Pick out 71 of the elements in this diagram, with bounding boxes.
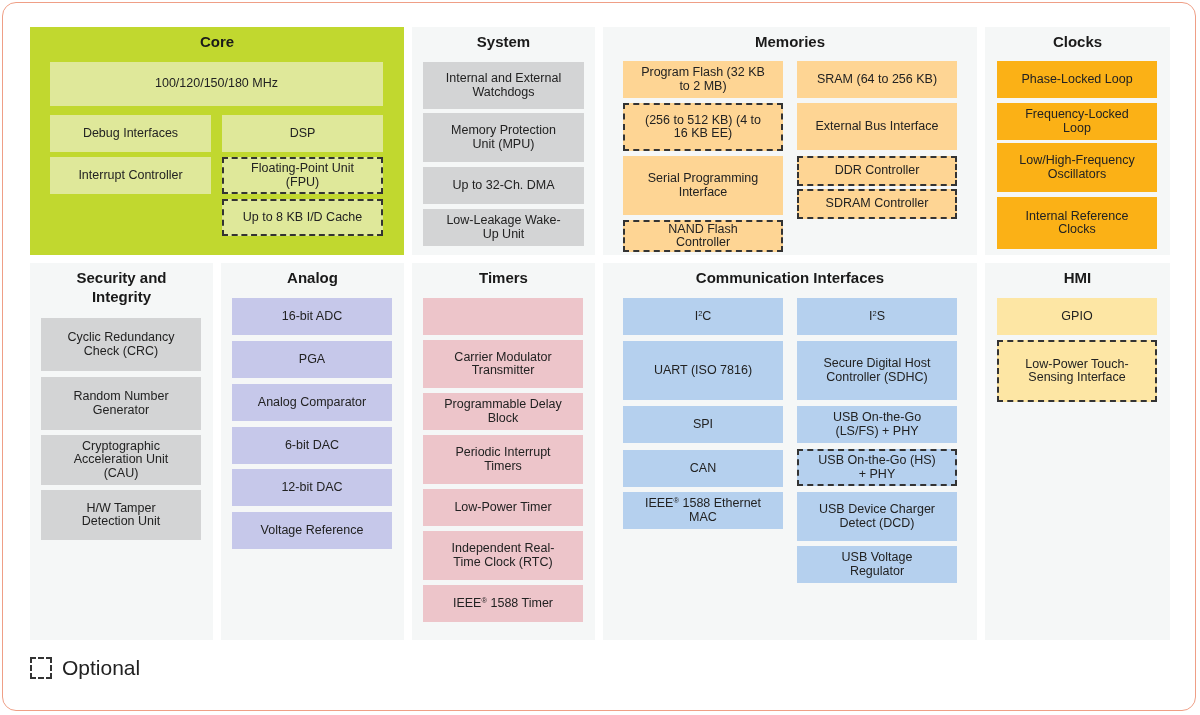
optional-module-box: Floating-Point Unit (FPU) (222, 157, 383, 194)
module-box: 12-bit DAC (232, 469, 392, 506)
module-box: Program Flash (32 KB to 2 MB) (623, 61, 783, 98)
module-box: USB Device Charger Detect (DCD) (797, 492, 957, 541)
timers-section (412, 263, 595, 640)
module-box: Internal and External Watchdogs (423, 62, 584, 109)
module-box: USB Voltage Regulator (797, 546, 957, 583)
module-box: SPI (623, 406, 783, 443)
section-heading: System (475, 33, 532, 52)
optional-module-box: (256 to 512 KB) (4 to 16 KB EE) (623, 103, 783, 151)
module-box: PGA (232, 341, 392, 378)
optional-module-box: DDR Controller (797, 156, 957, 186)
optional-module-box: Up to 8 KB I/D Cache (222, 199, 383, 236)
module-box: Interrupt Controller (50, 157, 211, 194)
module-box: Cryptographic Acceleration Unit (CAU) (41, 435, 201, 485)
section-heading: Memories (754, 33, 826, 52)
module-box: Periodic Interrupt Timers (423, 435, 583, 484)
module-box: DSP (222, 115, 383, 152)
module-box: Programmable Delay Block (423, 393, 583, 430)
module-box: Low-Power Timer (423, 489, 583, 526)
section-heading: Security and Integrity (75, 269, 168, 307)
module-box: Carrier Modulator Transmitter (423, 340, 583, 388)
module-box: 16-bit ADC (232, 298, 392, 335)
section-heading: Clocks (1051, 33, 1104, 52)
module-box: Up to 32-Ch. DMA (423, 167, 584, 204)
module-box: I$^{2}$C (623, 298, 783, 335)
clocks-section (985, 27, 1170, 255)
section-heading: HMI (1062, 269, 1093, 288)
module-box: Serial Programming Interface (623, 156, 783, 215)
empty-module-box (423, 298, 583, 335)
optional-module-box: SDRAM Controller (797, 189, 957, 219)
module-box: H/W Tamper Detection Unit (41, 490, 201, 540)
module-box: Low/High-Frequency Oscillators (997, 143, 1157, 192)
section-heading: Timers (478, 269, 529, 288)
module-box: SRAM (64 to 256 KB) (797, 61, 957, 98)
module-box: Analog Comparator (232, 384, 392, 421)
core-section (30, 27, 404, 255)
module-box: IEEE$^{®}$ 1588 Ethernet MAC (623, 492, 783, 529)
module-box: 100/120/150/180 MHz (50, 62, 383, 106)
hmi-section (985, 263, 1170, 640)
optional-module-box: Low-Power Touch-Sensing Interface (997, 340, 1157, 402)
communication-section (603, 263, 977, 640)
module-box: USB On-the-Go (LS/FS) + PHY (797, 406, 957, 443)
section-heading: Analog (286, 269, 339, 288)
system-section (412, 27, 595, 255)
module-box: Cyclic Redundancy Check (CRC) (41, 318, 201, 371)
module-box: CAN (623, 450, 783, 487)
module-box: Random Number Generator (41, 377, 201, 430)
module-box: GPIO (997, 298, 1157, 335)
optional-module-box: USB On-the-Go (HS) + PHY (797, 449, 957, 486)
analog-section (221, 263, 404, 640)
module-box: IEEE$^{®}$ 1588 Timer (423, 585, 583, 622)
optional-module-box: NAND Flash Controller (623, 220, 783, 252)
section-heading: Communication Interfaces (694, 269, 886, 288)
module-box: Voltage Reference (232, 512, 392, 549)
module-box: Low-Leakage Wake-Up Unit (423, 209, 584, 246)
module-box: 6-bit DAC (232, 427, 392, 464)
module-box: Internal Reference Clocks (997, 197, 1157, 249)
legend-text: Optional (62, 656, 141, 680)
memories-section (603, 27, 977, 255)
module-box: UART (ISO 7816) (623, 341, 783, 400)
module-box: Phase-Locked Loop (997, 61, 1157, 98)
module-box: Debug Interfaces (50, 115, 211, 152)
module-box: Secure Digital Host Controller (SDHC) (797, 341, 957, 400)
module-box: External Bus Interface (797, 103, 957, 150)
security-section (30, 263, 213, 640)
module-box: I$^{2}$S (797, 298, 957, 335)
section-heading: Core (198, 33, 236, 52)
module-box: Independent Real-Time Clock (RTC) (423, 531, 583, 580)
module-box: Frequency-Locked Loop (997, 103, 1157, 140)
module-box: Memory Protection Unit (MPU) (423, 113, 584, 162)
